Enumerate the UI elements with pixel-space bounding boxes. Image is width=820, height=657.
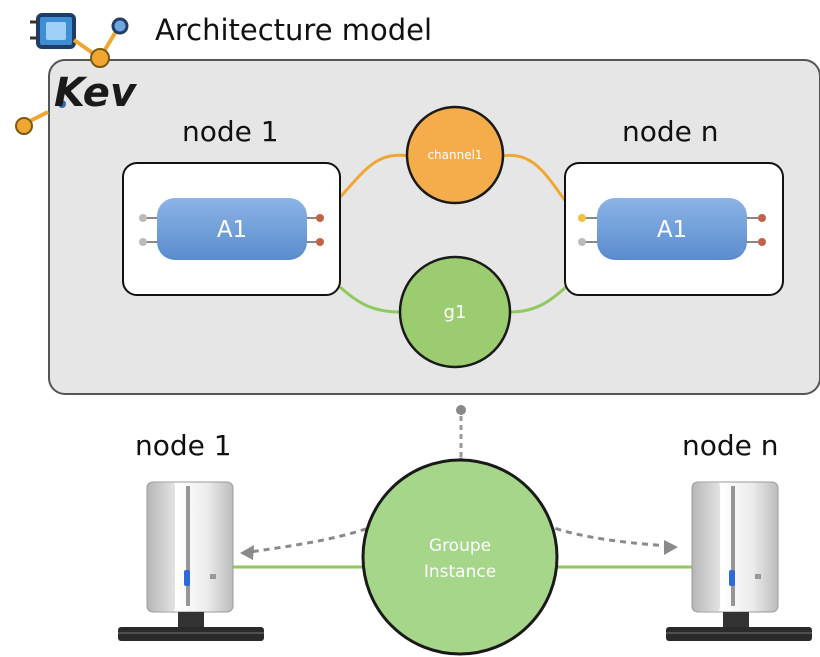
model-node-right[interactable]: A1 bbox=[564, 162, 784, 296]
channel-node[interactable]: channel1 bbox=[405, 105, 505, 205]
server-tower-icon bbox=[118, 481, 264, 641]
component-a1-right-label: A1 bbox=[657, 217, 687, 243]
runtime-node-right-label: node n bbox=[682, 429, 779, 462]
group-instance-label-line2: Instance bbox=[424, 562, 496, 582]
model-node-left-label: node 1 bbox=[182, 115, 279, 148]
model-node-right-label: node n bbox=[622, 115, 719, 148]
group-link-right bbox=[509, 283, 570, 314]
group-label: g1 bbox=[444, 302, 467, 323]
group-link-left bbox=[338, 285, 401, 314]
component-a1-left[interactable] bbox=[157, 198, 307, 260]
group-instance-label-line1: Groupe bbox=[429, 536, 491, 556]
server-tower-icon bbox=[666, 481, 812, 641]
kev-logo-icon: Kev bbox=[15, 13, 138, 135]
channel-label: channel1 bbox=[427, 148, 482, 162]
model-node-left[interactable]: A1 bbox=[122, 162, 341, 296]
diagram-title: Architecture model bbox=[155, 13, 432, 47]
component-a1-left-label: A1 bbox=[217, 217, 247, 243]
component-a1-right[interactable] bbox=[597, 198, 747, 260]
kev-logo-text: Kev bbox=[54, 70, 138, 116]
group-instance[interactable]: Groupe Instance bbox=[361, 458, 559, 656]
model-panel bbox=[48, 59, 820, 395]
runtime-node-left-label: node 1 bbox=[135, 429, 232, 462]
group-node[interactable]: g1 bbox=[398, 255, 512, 369]
